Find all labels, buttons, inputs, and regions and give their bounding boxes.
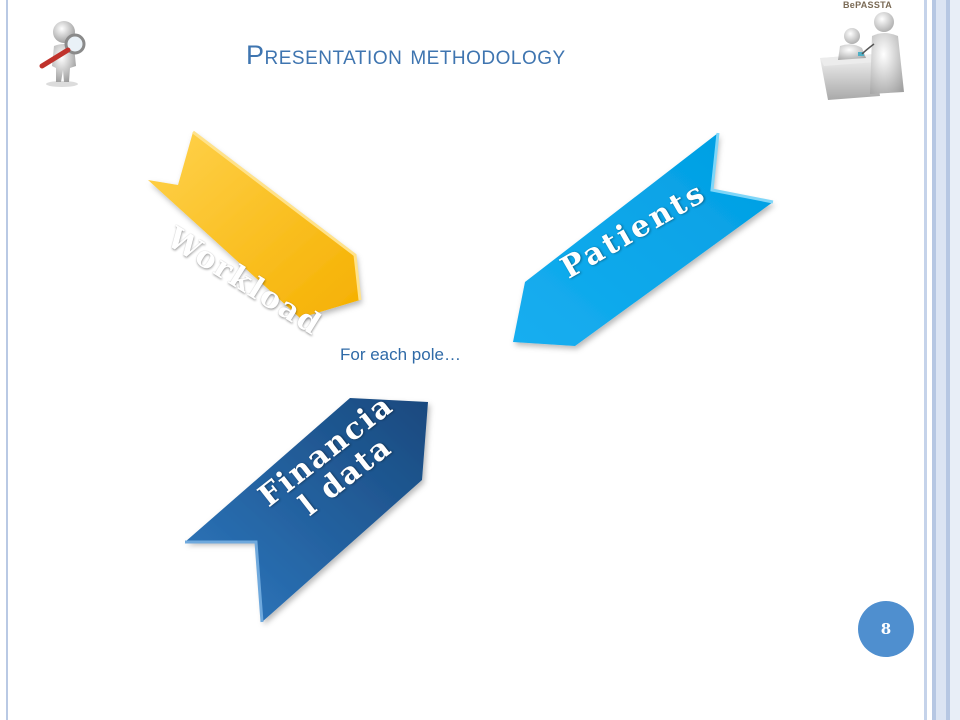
patients-arrow <box>513 133 773 346</box>
page-number-badge: 8 <box>858 601 914 657</box>
slide-right-border <box>920 0 960 720</box>
magnifier-figure-icon <box>39 21 86 87</box>
arrow-diagram <box>148 130 774 623</box>
financial-data-arrow <box>185 398 428 622</box>
page-title: Presentation methodology <box>246 40 566 70</box>
slide-left-border <box>6 0 8 720</box>
logo-brand-text: BePASSTA <box>843 0 893 10</box>
page-number: 8 <box>880 620 892 638</box>
doctor-patient-figure-icon <box>814 0 918 106</box>
caption-text: For each pole… <box>340 345 461 364</box>
workload-arrow <box>148 132 360 318</box>
